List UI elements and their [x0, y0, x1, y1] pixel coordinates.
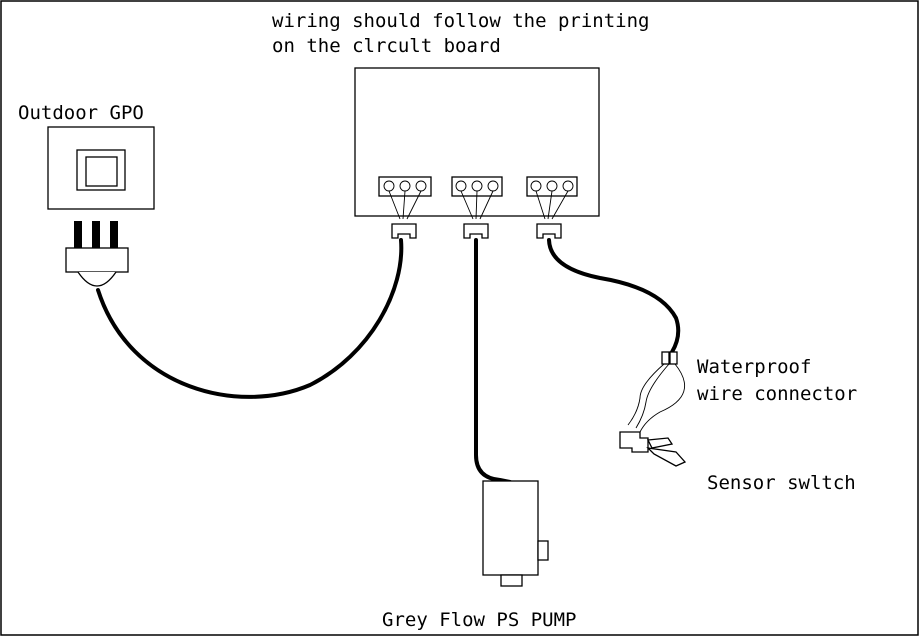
note-line-1: wiring should follow the printing [272, 10, 650, 32]
connector-label-line-2: wire connector [697, 383, 857, 405]
power-wire [96, 238, 404, 399]
sensor-wire [547, 238, 681, 354]
sensor-switch [619, 431, 687, 467]
pump-wire [474, 238, 512, 484]
terminal-block-3 [526, 176, 578, 239]
gpo-label: Outdoor GPO [18, 102, 144, 124]
sensor-label: Sensor swltch [707, 472, 856, 494]
note-line-2: on the clrcult board [272, 35, 501, 57]
outdoor-gpo [47, 126, 155, 210]
pump [482, 480, 549, 587]
plug [65, 221, 129, 287]
waterproof-connector [627, 351, 685, 433]
connector-label-line-1: Waterproof [697, 356, 811, 378]
terminal-block-2 [451, 176, 503, 239]
pump-label: Grey Flow PS PUMP [382, 609, 576, 631]
terminal-block-1 [378, 176, 432, 239]
